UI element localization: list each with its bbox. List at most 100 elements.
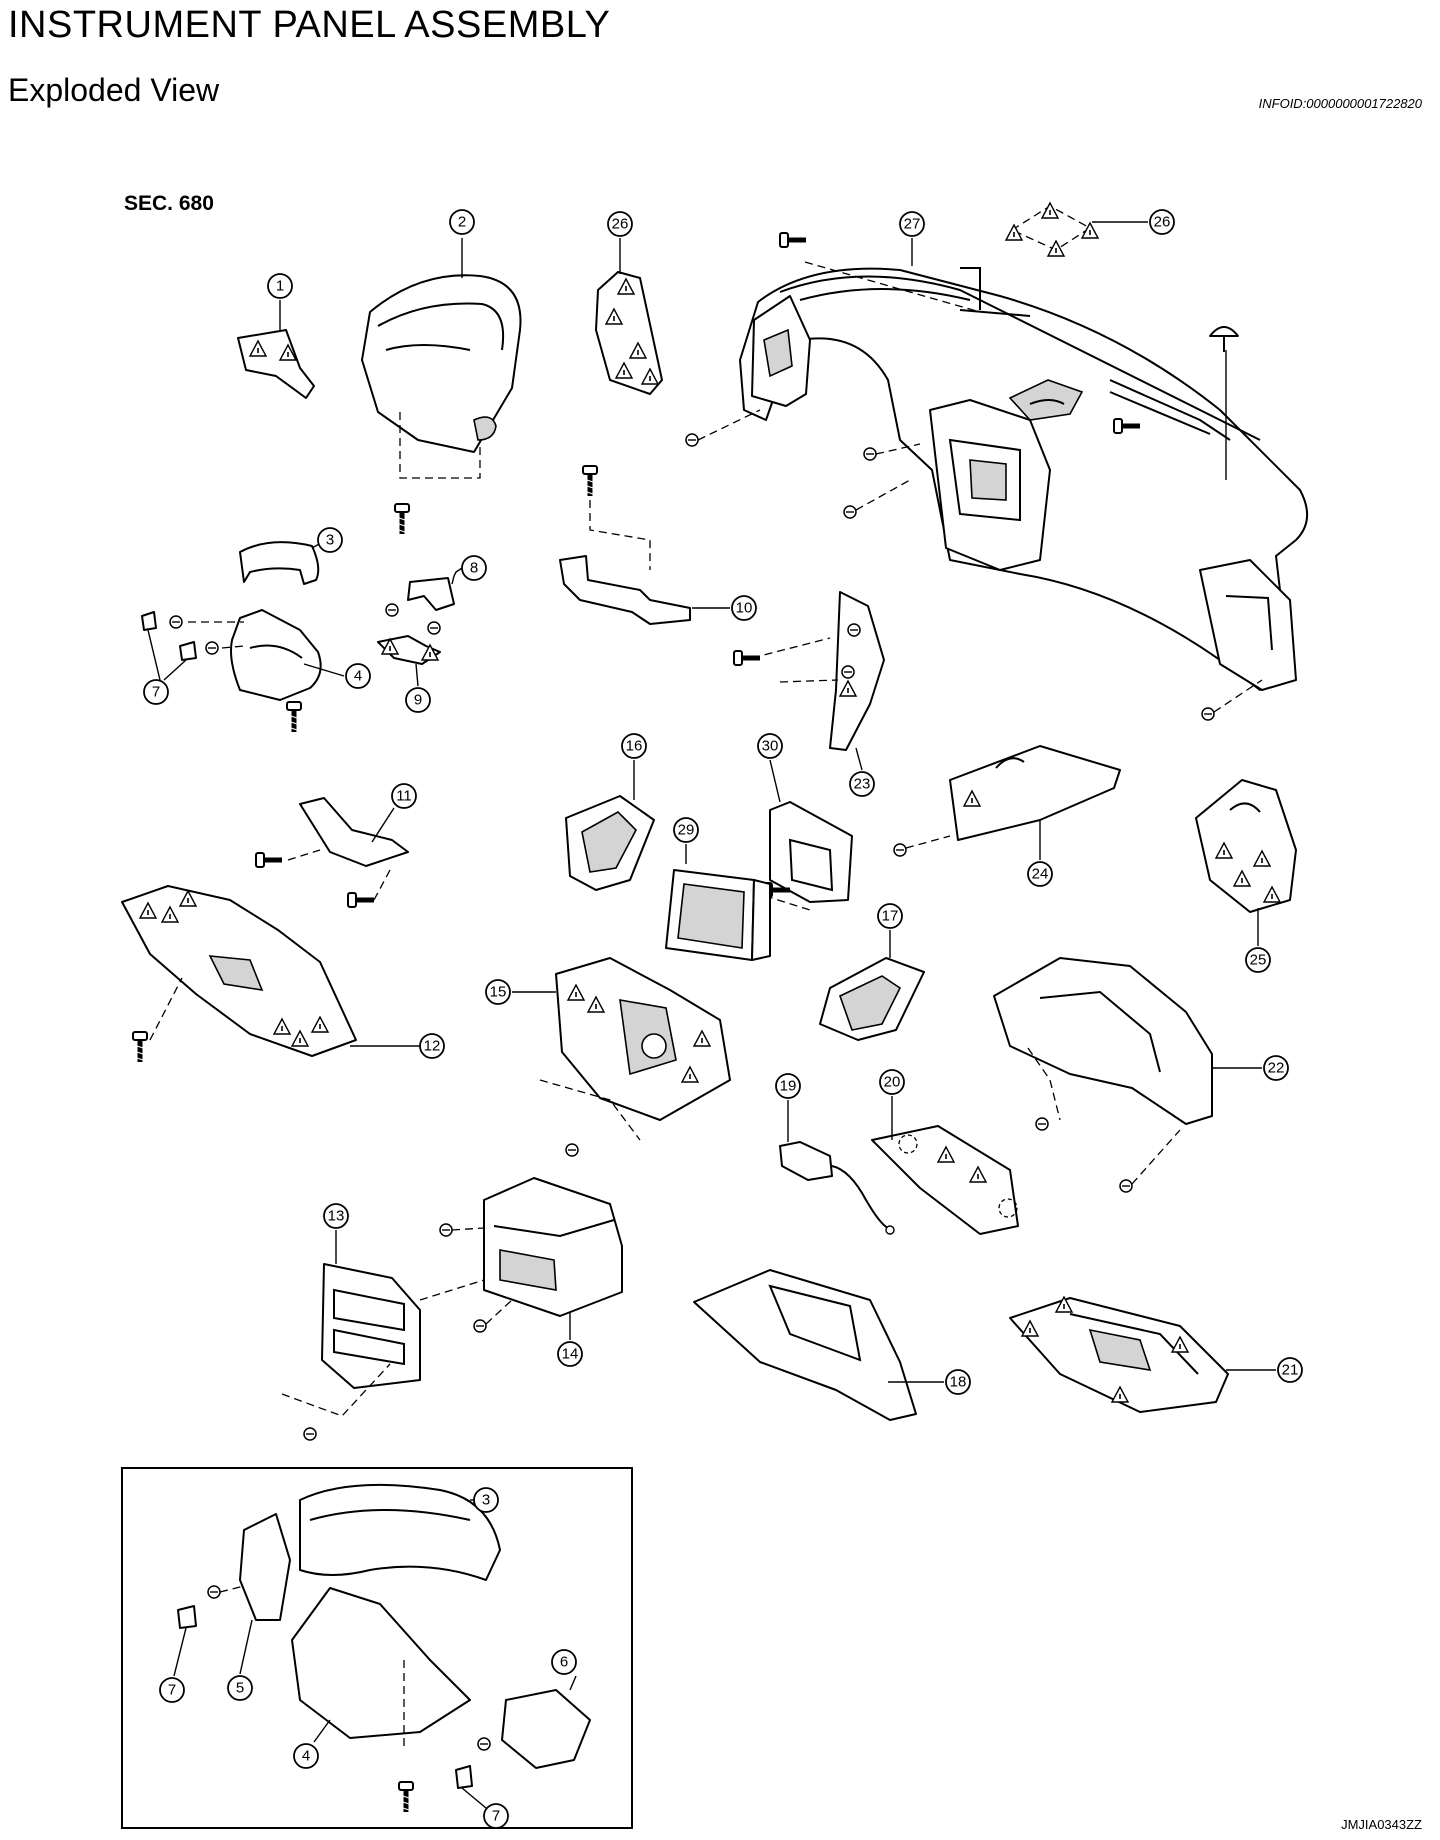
part-13-finisher [281,1230,485,1441]
callout-27: 27 [899,211,925,237]
inset-callout-7-right: 7 [483,1803,509,1829]
part-25-end-cover [1195,779,1297,946]
svg-text:4: 4 [354,668,362,685]
part-2-cluster-lid [361,238,522,534]
part-18-glove-box [693,1269,944,1421]
svg-text:11: 11 [396,788,412,805]
callout-29: 29 [673,817,699,843]
inset-detail [121,1467,633,1829]
svg-text:8: 8 [470,560,478,577]
svg-text:18: 18 [950,1374,967,1391]
svg-text:7: 7 [492,1808,500,1825]
page-title: INSTRUMENT PANEL ASSEMBLY [8,4,611,46]
callout-11: 11 [391,783,417,809]
callout-30: 30 [757,733,783,759]
callout-14: 14 [557,1341,583,1367]
callout-21: 21 [1277,1357,1303,1383]
svg-text:17: 17 [882,908,899,925]
svg-text:5: 5 [236,1680,244,1697]
svg-text:9: 9 [414,692,422,709]
part-16-center-vent [565,760,655,891]
part-26-side-bracket [595,238,663,395]
svg-text:25: 25 [1250,952,1267,969]
callout-13: 13 [323,1203,349,1229]
callout-16: 16 [621,733,647,759]
svg-text:29: 29 [678,822,695,839]
part-11-brace [256,797,409,907]
callout-25: 25 [1245,947,1271,973]
callout-4: 4 [345,663,371,689]
inset-callout-3: 3 [473,1487,499,1513]
section-label: SEC. 680 [124,192,214,215]
svg-text:1: 1 [276,278,284,295]
callout-20: 20 [879,1069,905,1095]
svg-text:10: 10 [736,600,753,617]
callout-3: 3 [317,527,343,553]
svg-text:27: 27 [904,216,921,233]
svg-text:20: 20 [884,1074,901,1091]
part-21-lower-cover [1009,1296,1276,1413]
svg-text:23: 23 [854,776,871,793]
svg-text:15: 15 [490,984,507,1001]
part-23-side-panel [734,591,885,771]
inset-callout-6: 6 [551,1649,577,1675]
callout-8: 8 [461,555,487,581]
svg-text:14: 14 [562,1346,579,1363]
figure-id: JMJIA0343ZZ [1341,1817,1422,1832]
callout-10: 10 [731,595,757,621]
svg-text:13: 13 [328,1208,345,1225]
part-22-glove-box-frame [993,957,1262,1193]
svg-text:21: 21 [1282,1362,1299,1379]
part-29-display-unit [665,844,771,961]
callout-9: 9 [405,687,431,713]
part-15-center-panel [512,957,731,1157]
svg-text:19: 19 [780,1078,797,1095]
inset-callout-4: 4 [293,1743,319,1769]
part-26-clip-set [1005,202,1148,257]
svg-text:24: 24 [1032,866,1049,883]
callout-26-right: 26 [1149,209,1175,235]
inset-callout-5: 5 [227,1675,253,1701]
svg-text:4: 4 [302,1748,310,1765]
svg-text:26: 26 [612,216,629,233]
svg-text:12: 12 [424,1038,441,1055]
part-24-lower-cover [893,745,1121,860]
part-30-display-bracket [739,759,853,911]
svg-text:16: 16 [626,738,643,755]
svg-text:7: 7 [152,684,160,701]
callout-7: 7 [143,679,169,705]
callout-17: 17 [877,903,903,929]
callout-22: 22 [1263,1055,1289,1081]
callout-23: 23 [849,771,875,797]
part-4-column-cover-lower [141,609,345,732]
svg-text:2: 2 [458,214,466,231]
info-id: INFOID:0000000001722820 [1258,96,1422,111]
part-27-instrument-panel [685,233,1308,721]
svg-text:26: 26 [1154,214,1171,231]
svg-text:30: 30 [762,738,779,755]
svg-text:7: 7 [168,1682,176,1699]
part-1-switch-bracket [237,300,315,399]
callout-15: 15 [485,979,511,1005]
part-8-9-brackets [377,567,463,687]
svg-text:6: 6 [560,1654,568,1671]
callout-12: 12 [419,1033,445,1059]
part-14-audio-unit [439,1177,623,1340]
callout-19: 19 [775,1073,801,1099]
part-10-bracket [559,466,730,625]
callout-1: 1 [267,273,293,299]
callout-18: 18 [945,1369,971,1395]
part-12-lower-panel [121,885,420,1062]
page-subtitle: Exploded View [8,72,220,108]
callout-2: 2 [449,209,475,235]
part-20-cover [871,1096,1019,1235]
svg-text:3: 3 [326,532,334,549]
inset-callout-7-left: 7 [159,1677,185,1703]
part-17-side-vent [819,930,925,1041]
svg-text:22: 22 [1268,1060,1285,1077]
svg-text:3: 3 [482,1492,490,1509]
part-3-column-cover-upper [239,537,331,585]
callout-24: 24 [1027,861,1053,887]
callout-26-left: 26 [607,211,633,237]
